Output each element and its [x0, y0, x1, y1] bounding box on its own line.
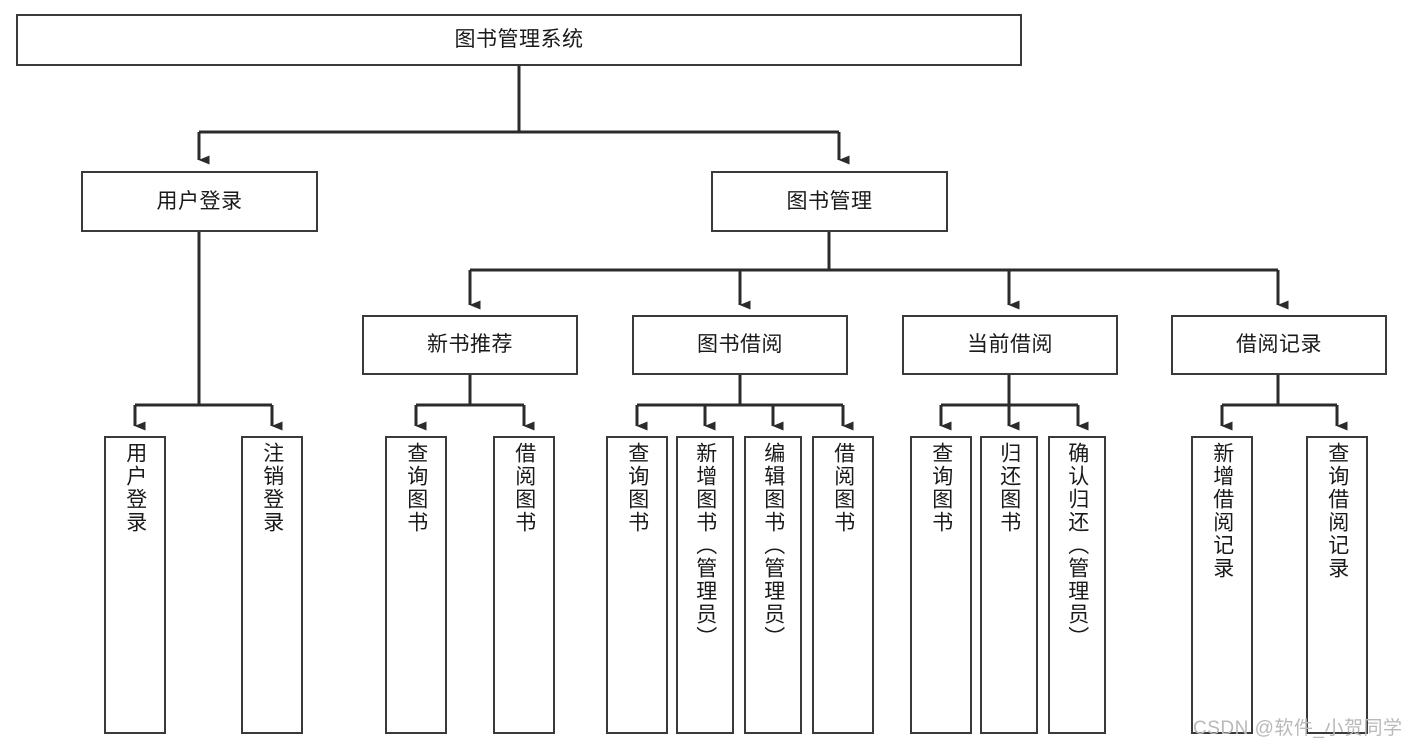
- node-leaf-borrow-books-recommend[interactable]: 借阅图书: [493, 436, 555, 734]
- node-label: 图书借阅: [697, 333, 783, 357]
- node-leaf-confirm-return-admin[interactable]: 确认归还（管理员）: [1048, 436, 1106, 734]
- node-leaf-user-login[interactable]: 用户登录: [104, 436, 166, 734]
- node-new-book-recommend[interactable]: 新书推荐: [362, 315, 578, 375]
- node-label: 借阅图书: [831, 442, 855, 534]
- node-label: 用户登录: [123, 442, 147, 534]
- watermark-text: CSDN @软件_小贺同学: [1193, 718, 1403, 739]
- node-label: 图书管理: [786, 189, 873, 213]
- node-label: 用户登录: [156, 189, 243, 213]
- node-leaf-query-books-recommend[interactable]: 查询图书: [385, 436, 447, 734]
- node-borrow-records[interactable]: 借阅记录: [1171, 315, 1387, 375]
- node-label: 图书管理系统: [454, 28, 584, 52]
- node-label: 查询图书: [625, 442, 649, 534]
- node-label: 新书推荐: [427, 333, 513, 357]
- node-label: 归还图书: [997, 442, 1021, 534]
- node-leaf-query-books-current[interactable]: 查询图书: [910, 436, 972, 734]
- node-leaf-query-books-borrow[interactable]: 查询图书: [606, 436, 668, 734]
- node-book-management[interactable]: 图书管理: [711, 171, 948, 232]
- node-leaf-return-books[interactable]: 归还图书: [980, 436, 1038, 734]
- node-current-borrow[interactable]: 当前借阅: [902, 315, 1118, 375]
- node-root-library-system[interactable]: 图书管理系统: [16, 14, 1022, 66]
- node-book-borrow[interactable]: 图书借阅: [632, 315, 848, 375]
- node-label: 编辑图书（管理员）: [761, 442, 785, 649]
- node-label: 注销登录: [260, 442, 284, 534]
- node-label: 借阅图书: [512, 442, 536, 534]
- node-label: 查询图书: [404, 442, 428, 534]
- node-label: 查询借阅记录: [1325, 442, 1349, 580]
- node-leaf-edit-book-admin[interactable]: 编辑图书（管理员）: [744, 436, 802, 734]
- node-label: 查询图书: [929, 442, 953, 534]
- node-leaf-logout[interactable]: 注销登录: [241, 436, 303, 734]
- node-label: 当前借阅: [967, 333, 1053, 357]
- node-leaf-borrow-books[interactable]: 借阅图书: [812, 436, 874, 734]
- node-label: 确认归还（管理员）: [1065, 442, 1089, 649]
- node-leaf-add-book-admin[interactable]: 新增图书（管理员）: [676, 436, 734, 734]
- node-leaf-add-borrow-record[interactable]: 新增借阅记录: [1191, 436, 1253, 734]
- node-user-login[interactable]: 用户登录: [81, 171, 318, 232]
- node-label: 新增图书（管理员）: [693, 442, 717, 649]
- node-leaf-query-borrow-record[interactable]: 查询借阅记录: [1306, 436, 1368, 734]
- node-label: 借阅记录: [1236, 333, 1322, 357]
- node-label: 新增借阅记录: [1210, 442, 1234, 580]
